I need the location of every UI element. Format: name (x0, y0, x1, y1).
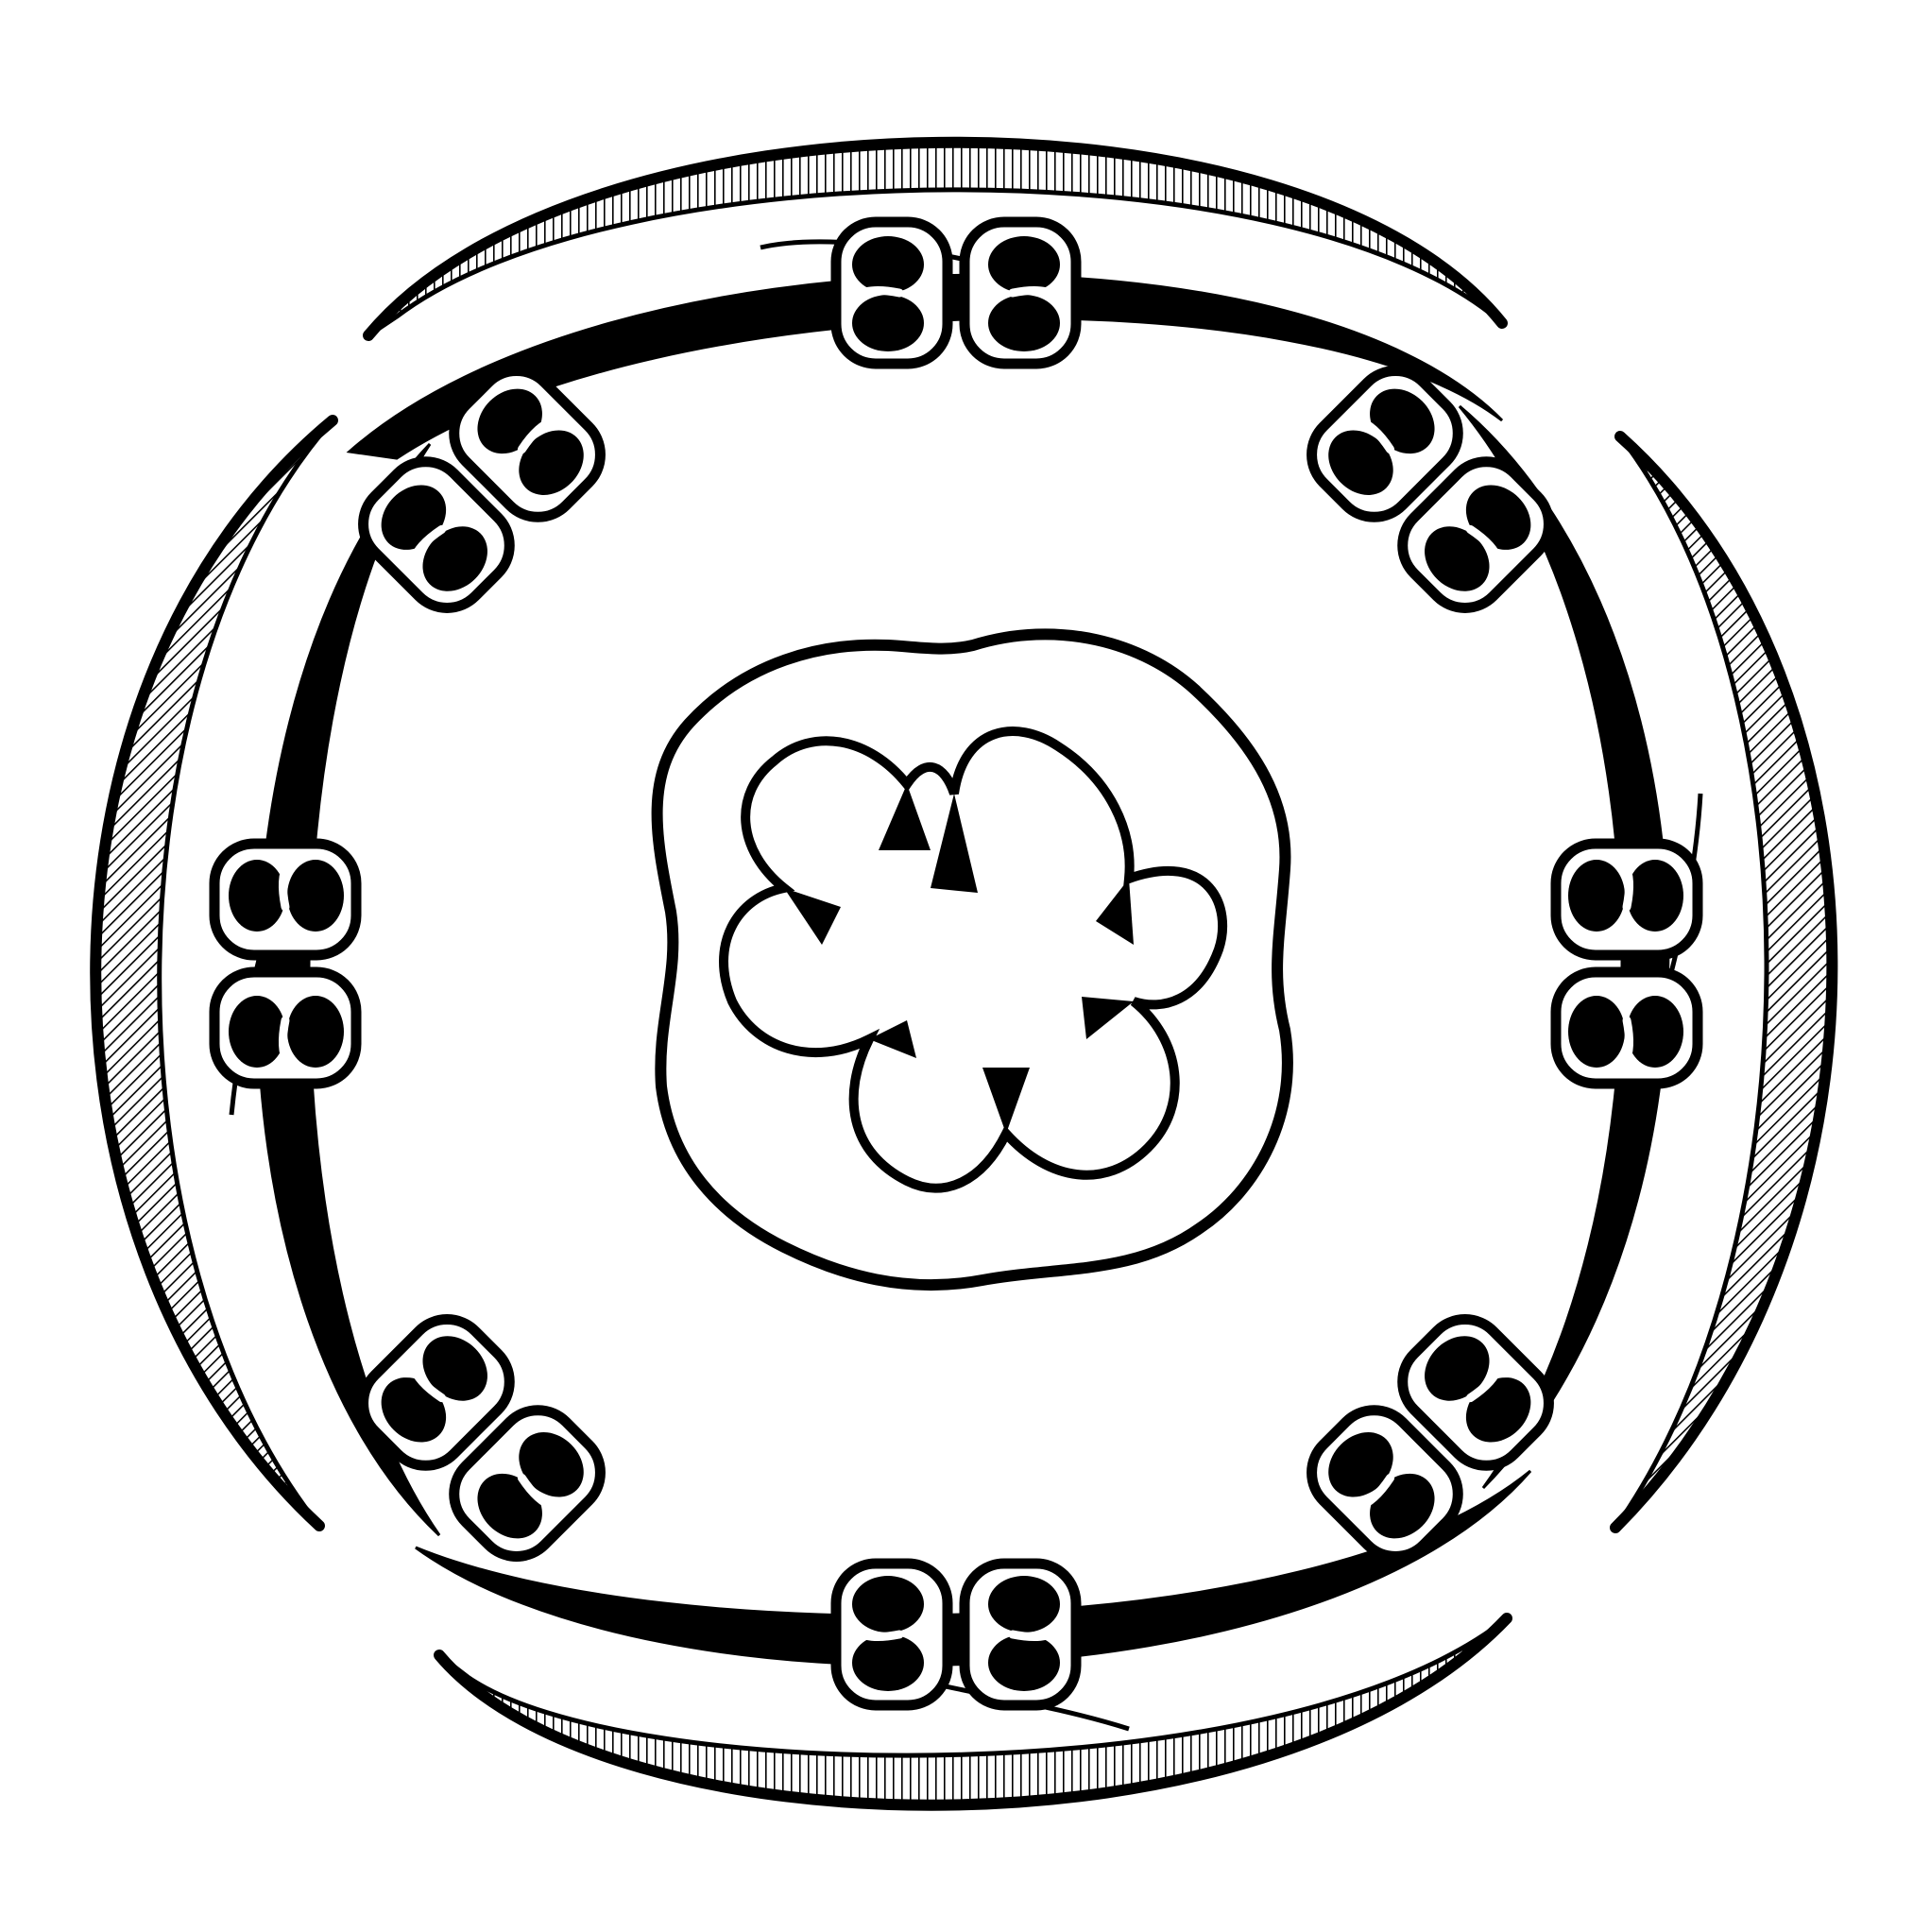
pollen-sac (852, 1576, 924, 1633)
pistil (658, 634, 1288, 1285)
pollen-sac (852, 295, 924, 351)
anther-notch (858, 290, 899, 295)
pollen-sac (287, 860, 344, 932)
pollen-sac (1568, 996, 1625, 1068)
anther-notch (282, 1020, 287, 1062)
stamen-4 (1295, 1303, 1565, 1573)
pollen-sac (1627, 860, 1683, 932)
stamen-2 (1295, 354, 1565, 624)
stamen-8 (347, 354, 617, 624)
pollen-sac (287, 996, 344, 1068)
stamen-6 (347, 1303, 617, 1573)
pollen-sac (852, 1634, 924, 1691)
pollen-sac (1568, 860, 1625, 932)
pollen-sac (988, 1576, 1060, 1633)
pollen-sac (988, 295, 1060, 351)
anther-notch (1013, 290, 1054, 295)
pollen-sac (229, 860, 285, 932)
pollen-sac (988, 236, 1060, 293)
anther-notch (1013, 1633, 1054, 1637)
pollen-sac (988, 1634, 1060, 1691)
anther-notch (1625, 1020, 1630, 1062)
anther-notch (1625, 865, 1630, 907)
pollen-sac (229, 996, 285, 1068)
anther-notch (858, 1633, 899, 1637)
anther-notch (282, 865, 287, 907)
pollen-sac (852, 236, 924, 293)
pollen-sac (1627, 996, 1683, 1068)
